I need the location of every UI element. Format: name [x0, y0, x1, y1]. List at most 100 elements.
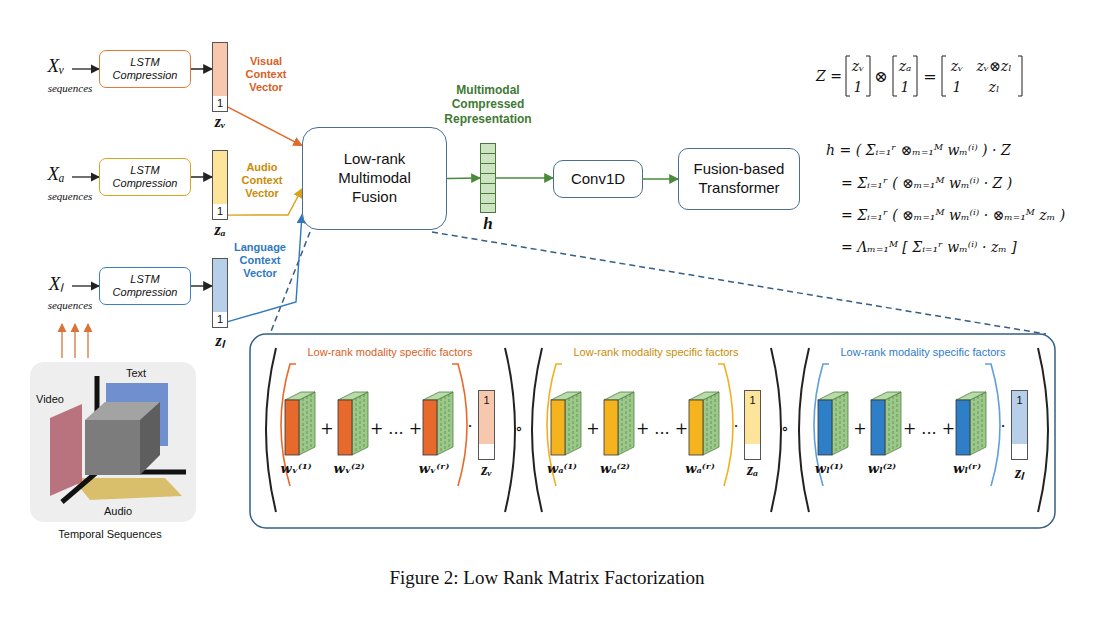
block-front — [871, 400, 885, 455]
connector — [228, 107, 302, 145]
input-symbol: Xᵥ — [48, 55, 65, 77]
factor-drawings — [266, 348, 1048, 512]
block-slice — [303, 398, 304, 453]
operator: · — [733, 417, 738, 436]
block-slice — [449, 394, 450, 449]
equation: = Σᵢ₌₁ʳ ( ⊗ₘ₌₁ᴹ wₘ⁽ⁱ⁾ · ⊗ₘ₌₁ᴹ zₘ ) — [841, 207, 1065, 223]
box-label: LSTM Compression — [105, 273, 185, 299]
input-note: sequences — [48, 82, 93, 94]
operator: ∘ — [781, 419, 789, 438]
cube-side — [140, 402, 160, 475]
factor-block — [956, 392, 986, 455]
block-slice — [840, 396, 841, 451]
bracket — [866, 56, 870, 96]
group-heading: Low-rank modality specific factors — [528, 346, 784, 358]
factor-block — [871, 392, 901, 455]
factor-name: wₗ⁽ʳ⁾ — [953, 461, 981, 476]
block-slice — [630, 394, 631, 449]
connector — [191, 285, 212, 286]
factor-panel — [250, 232, 1055, 528]
block-slice — [573, 396, 574, 451]
block-top — [285, 392, 315, 400]
vector-name: zₗ — [215, 329, 224, 351]
block-front — [818, 400, 832, 455]
block-side — [352, 392, 368, 455]
factor-name: wᵥ⁽ʳ⁾ — [419, 461, 450, 476]
block-side — [565, 392, 581, 455]
process-box: Fusion-based Transformer — [678, 148, 800, 210]
block-slice — [897, 394, 898, 449]
edge-label: Language Context Vector — [229, 241, 291, 281]
block-slice — [307, 396, 308, 451]
factor-name: wᵥ⁽²⁾ — [333, 461, 364, 476]
vector-cell: 1 — [745, 394, 760, 408]
equation: 1 — [901, 79, 910, 95]
block-slice — [982, 394, 983, 449]
connector — [228, 215, 302, 322]
factor-group — [799, 348, 1048, 512]
operator: ∘ — [515, 419, 523, 438]
vector-name: zₐ — [214, 221, 225, 239]
context-vector: 1zₐ — [744, 390, 761, 460]
vector-name: h — [483, 214, 492, 234]
block-side — [299, 392, 315, 455]
context-vector: 1zₗ — [1011, 390, 1028, 460]
block-slice — [356, 398, 357, 453]
factor-block — [818, 392, 848, 455]
context-vector: 1zᵥ — [212, 42, 228, 112]
operator: + — [586, 419, 599, 438]
input-note: sequences — [48, 190, 93, 202]
sequence-arrow — [61, 324, 62, 358]
factor-name: wₗ⁽²⁾ — [868, 461, 896, 476]
box-label: LSTM Compression — [105, 56, 185, 82]
vector-cell: 1 — [213, 97, 227, 111]
input-symbol: Xₗ — [49, 270, 64, 296]
compressed-vector: Multimodal Compressed Representationh — [480, 143, 496, 213]
block-top — [423, 392, 453, 400]
operator: + ... + — [370, 419, 422, 438]
context-vector: 1zₐ — [212, 150, 228, 220]
block-top — [871, 392, 901, 400]
factor-block — [689, 392, 719, 455]
block-slice — [622, 398, 623, 453]
equation: = Σᵢ₌₁ʳ ( ⊗ₘ₌₁ᴹ wₘ⁽ⁱ⁾ · Z ) — [841, 175, 1012, 191]
block-slice — [715, 394, 716, 449]
vector-cell: 1 — [1012, 394, 1027, 408]
illustration-panel — [30, 362, 196, 522]
block-front — [338, 400, 352, 455]
vector-name: zₐ — [747, 461, 758, 479]
bracket — [1018, 56, 1022, 96]
temporal-illustration — [30, 324, 196, 522]
block-side — [970, 392, 986, 455]
block-slice — [360, 396, 361, 451]
block-top — [338, 392, 368, 400]
block-front — [689, 400, 703, 455]
box-label: Low-rank Multimodal Fusion — [320, 150, 430, 206]
factor-bracket — [452, 364, 467, 486]
vector-name: zₗ — [1015, 461, 1024, 483]
equation: = Λₘ₌₁ᴹ [ Σᵢ₌₁ʳ wₘ⁽ⁱ⁾ · zₘ ] — [841, 239, 1017, 255]
sequence-arrow — [87, 324, 88, 358]
block-top — [604, 392, 634, 400]
connector — [447, 177, 480, 179]
factor-block — [604, 392, 634, 455]
input-arrow — [72, 176, 99, 177]
factor-group — [532, 348, 781, 512]
operator: + — [320, 419, 333, 438]
input-arrow — [72, 285, 99, 286]
factor-name: wₗ⁽¹⁾ — [815, 461, 843, 476]
block-slice — [445, 396, 446, 451]
fusion-box: Low-rank Multimodal Fusion — [302, 127, 447, 230]
block-top — [689, 392, 719, 400]
factor-bracket — [985, 364, 1000, 486]
block-slice — [844, 394, 845, 449]
block-slice — [626, 396, 627, 451]
input-arrow — [72, 68, 99, 69]
block-slice — [974, 398, 975, 453]
operator: + ... + — [636, 419, 688, 438]
factor-name: wₐ⁽¹⁾ — [547, 461, 577, 476]
equation: zᵥ — [951, 58, 964, 74]
equation: zₗ — [989, 79, 1000, 95]
paren — [1038, 348, 1048, 512]
